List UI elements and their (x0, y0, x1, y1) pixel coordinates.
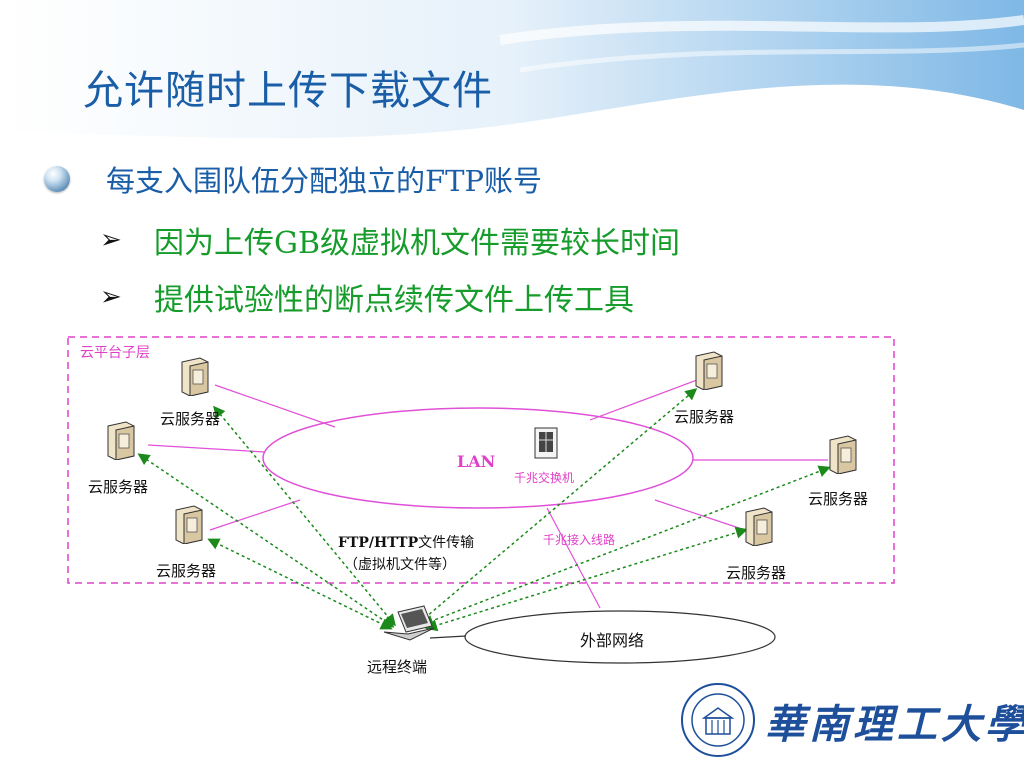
arrow-bullet-icon: ➢ (100, 282, 122, 312)
university-name: 華南理工大學 (765, 701, 1024, 748)
laptop-icon (383, 605, 435, 641)
server-label: 云服务器 (674, 408, 735, 426)
arrow-bullet-icon: ➢ (100, 225, 122, 255)
cloud-layer-box (67, 336, 895, 584)
server-icon (745, 507, 773, 546)
network-diagram: 云平台子层 云服务器 云服务器 云服务器 云服务器 云服务器 云服务器 LAN … (0, 320, 1024, 700)
ftp-label-suffix: 文件传输 (418, 535, 475, 551)
lan-label: LAN (457, 452, 496, 471)
diagram-lines (67, 336, 895, 664)
sub-bullet-text: 提供试验性的断点续传文件上传工具 (154, 283, 634, 318)
server-icon (829, 435, 857, 474)
switch-label: 千兆交换机 (514, 471, 575, 485)
main-bullet: 每支入围队伍分配独立的FTP账号 (44, 158, 542, 200)
server-label: 云服务器 (160, 410, 221, 428)
slide-title: 允许随时上传下载文件 (83, 68, 493, 114)
server-label: 云服务器 (808, 490, 869, 508)
server-icon (181, 357, 209, 396)
server-icon (175, 505, 203, 544)
ftp-arrows (137, 388, 831, 632)
external-network-label: 外部网络 (580, 631, 645, 650)
main-bullet-text: 每支入围队伍分配独立的FTP账号 (106, 164, 542, 198)
link-label: 千兆接入线路 (543, 533, 616, 547)
ftp-protocol-label: FTP/HTTP (338, 535, 419, 551)
ftp-note: （虚拟机文件等） (344, 557, 456, 573)
sub-bullet: ➢ 提供试验性的断点续传文件上传工具 (100, 275, 634, 319)
ftp-label: FTP/HTTP文件传输 (338, 532, 474, 552)
terminal-label: 远程终端 (367, 658, 428, 676)
sub-bullet-text: 因为上传GB级虚拟机文件需要较长时间 (154, 226, 681, 261)
server-label: 云服务器 (726, 564, 787, 582)
server-icon (695, 351, 723, 390)
university-seal-logo (681, 683, 755, 757)
globe-bullet-icon (44, 166, 70, 192)
server-label: 云服务器 (88, 478, 149, 496)
cloud-layer-label: 云平台子层 (80, 345, 150, 361)
server-label: 云服务器 (156, 562, 217, 580)
header-wave-background (0, 0, 1024, 139)
server-icon (107, 421, 135, 460)
switch-icon (534, 427, 558, 459)
sub-bullet: ➢ 因为上传GB级虚拟机文件需要较长时间 (100, 218, 680, 262)
